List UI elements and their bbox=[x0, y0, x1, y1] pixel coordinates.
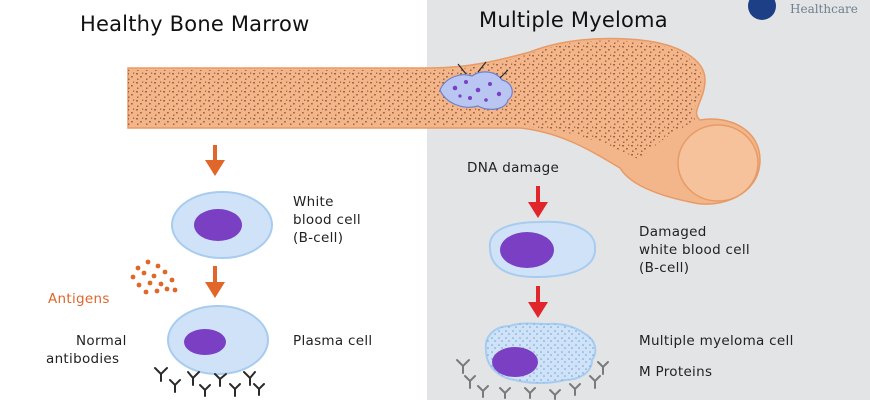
normal-antibodies bbox=[154, 367, 265, 397]
logo-text: Healthcare bbox=[790, 2, 858, 16]
logo-icon bbox=[748, 0, 776, 20]
antigens-dots bbox=[130, 259, 178, 295]
white-cell-label-line1: White bbox=[293, 194, 334, 210]
damaged-white-blood-cell bbox=[488, 220, 597, 279]
myeloma-cell bbox=[484, 322, 597, 384]
bone-illustration bbox=[127, 37, 761, 205]
damaged-cell-label-line1: Damaged bbox=[639, 224, 707, 240]
m-proteins bbox=[456, 359, 609, 400]
bone-joint-head bbox=[677, 124, 759, 202]
white-cell-label-line2: blood cell bbox=[293, 212, 361, 228]
plasma-cell bbox=[167, 305, 269, 375]
plasma-cell-label: Plasma cell bbox=[293, 333, 373, 349]
lesion-cells bbox=[452, 80, 502, 102]
damaged-cell-label-line2: white blood cell bbox=[639, 242, 750, 258]
bone-marrow-texture bbox=[128, 40, 702, 160]
myeloma-cell-label: Multiple myeloma cell bbox=[639, 333, 794, 349]
arrow-myeloma-1 bbox=[528, 186, 548, 218]
arrow-healthy-2 bbox=[205, 266, 225, 298]
antibodies-label-line2: antibodies bbox=[46, 351, 120, 367]
white-cell-label-line3: (B-cell) bbox=[293, 230, 344, 246]
arrow-myeloma-2 bbox=[528, 286, 548, 318]
dna-damage-label: DNA damage bbox=[467, 160, 560, 176]
arrow-healthy-1 bbox=[205, 145, 225, 176]
heading-healthy: Healthy Bone Marrow bbox=[80, 12, 310, 36]
antigens-label: Antigens bbox=[48, 291, 110, 307]
damaged-cell-label-line3: (B-cell) bbox=[639, 260, 690, 276]
m-proteins-label: M Proteins bbox=[639, 364, 713, 380]
brand-logo: Healthcare bbox=[746, 0, 870, 26]
antibodies-label-line1: Normal bbox=[76, 333, 127, 349]
white-blood-cell bbox=[171, 191, 273, 259]
heading-myeloma: Multiple Myeloma bbox=[479, 8, 668, 32]
